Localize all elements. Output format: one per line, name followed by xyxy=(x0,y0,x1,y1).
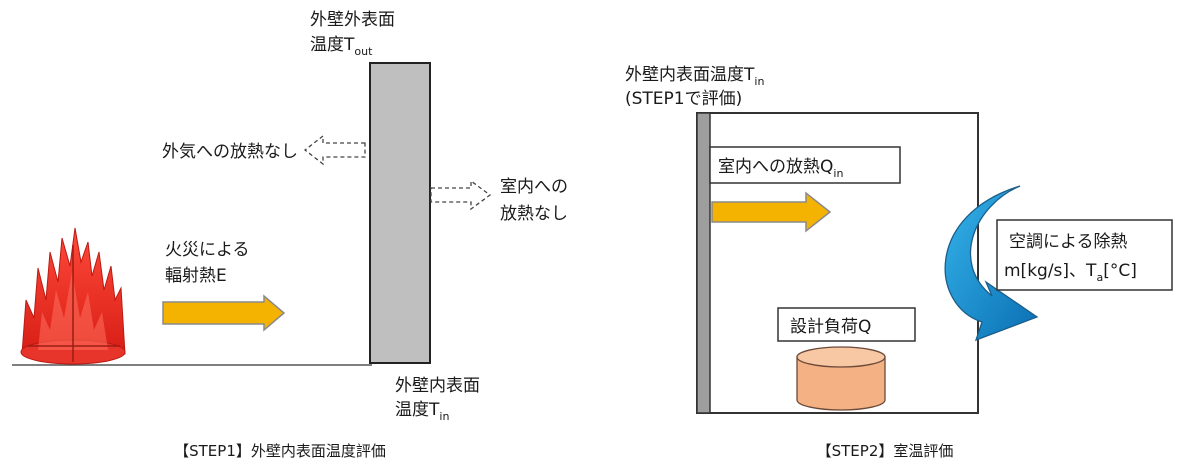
radiation-arrow xyxy=(162,294,286,332)
no-outdoor-release-arrow xyxy=(303,134,366,166)
inner-surface-line2: 温度T xyxy=(395,400,440,420)
heat-load-cylinder-icon xyxy=(796,346,886,411)
indoor-heat-arrow xyxy=(711,191,832,233)
outer-surface-temp-label: 外壁外表面 温度Tout xyxy=(310,10,400,58)
cylinder-body xyxy=(796,356,886,411)
ac-removal-line2-post: [°C] xyxy=(1103,261,1137,281)
step2-inner-surface-line1: 外壁内表面温度T xyxy=(625,65,755,85)
fire-icon xyxy=(20,227,126,365)
indoor-release-text: 室内への放熱Q xyxy=(718,157,833,177)
fire-radiation-label: 火災による 輻射熱E xyxy=(165,240,255,286)
inner-surface-line1: 外壁内表面 xyxy=(395,376,480,396)
ac-removal-box xyxy=(996,219,1173,291)
no-indoor-release-line1: 室内への xyxy=(500,177,568,197)
design-load-label: 設計負荷Q xyxy=(790,317,871,337)
cylinder-top xyxy=(796,346,886,368)
no-outdoor-release-label: 外気への放熱なし xyxy=(162,142,298,162)
step1-panel: 火災による 輻射熱E 外壁外表面 温度Tout 外気への放熱なし 室内への 放熱… xyxy=(12,10,573,460)
step2-inner-surface-subscript: in xyxy=(754,75,764,88)
indoor-release-box xyxy=(709,146,901,184)
step2-caption: 【STEP2】室温評価 xyxy=(817,442,954,460)
step2-inner-surface-temp-label: 外壁内表面温度Tin (STEP1で評価) xyxy=(625,65,770,109)
step2-inner-surface-line2: (STEP1で評価) xyxy=(625,89,742,109)
ac-curved-arrow xyxy=(944,185,1039,342)
no-indoor-release-line2: 放熱なし xyxy=(500,204,568,224)
ac-removal-line2-pre: m[kg/s]、T xyxy=(1004,261,1097,281)
step2-panel: 外壁内表面温度Tin (STEP1で評価) 室内への放熱Qin 設計負荷Q 空調… xyxy=(625,65,1173,460)
ac-removal-subscript: a xyxy=(1096,271,1103,284)
ac-removal-line1: 空調による除熱 xyxy=(1009,232,1128,252)
no-indoor-release-label: 室内への 放熱なし xyxy=(500,177,573,224)
design-load-box xyxy=(777,307,916,342)
ac-removal-label: 空調による除熱 m[kg/s]、Ta[°C] xyxy=(1004,232,1137,284)
step1-caption: 【STEP1】外壁内表面温度評価 xyxy=(174,442,386,460)
fire-radiation-line2: 輻射熱E xyxy=(165,266,227,286)
fire-radiation-line1: 火災による xyxy=(165,240,250,260)
exterior-wall xyxy=(369,62,431,364)
indoor-release-label: 室内への放熱Qin xyxy=(718,157,843,180)
outer-surface-line1: 外壁外表面 xyxy=(310,10,395,30)
inner-surface-temp-label: 外壁内表面 温度Tin xyxy=(395,376,485,423)
outer-surface-subscript: out xyxy=(354,45,373,58)
no-indoor-release-arrow xyxy=(430,179,492,211)
room-wall-strip xyxy=(696,112,711,414)
indoor-release-subscript: in xyxy=(833,167,843,180)
inner-surface-subscript: in xyxy=(439,410,449,423)
outer-surface-line2: 温度T xyxy=(310,35,355,55)
